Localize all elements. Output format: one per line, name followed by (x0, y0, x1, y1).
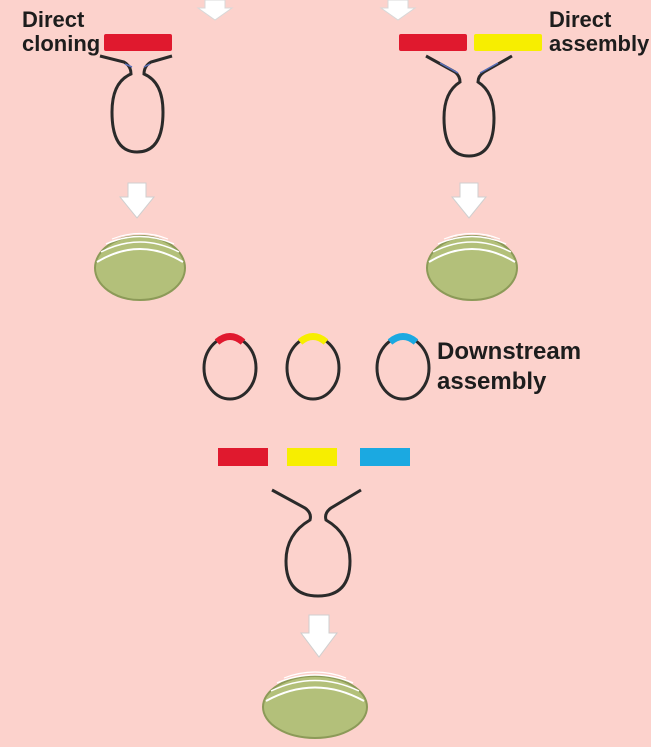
fragment-blue-bottom (360, 448, 410, 466)
plasmid-yellow-insert (287, 337, 339, 400)
top-arrow-right (381, 0, 415, 20)
label-direct-cloning: Direct cloning (22, 8, 100, 56)
plasmid-open-right (426, 56, 512, 156)
fragment-yellow-right (474, 34, 542, 51)
fragment-red-right (399, 34, 467, 51)
colony-plate-left (95, 234, 185, 301)
top-arrow-left (198, 0, 232, 20)
arrow-down-left (120, 183, 154, 218)
colony-plate-bottom (263, 672, 367, 738)
arrow-down-right (452, 183, 486, 218)
plasmid-blue-insert (377, 337, 429, 400)
fragment-red-left (104, 34, 172, 51)
fragment-yellow-bottom (287, 448, 337, 466)
plasmid-red-insert (204, 337, 256, 400)
colony-plate-right (427, 234, 517, 301)
plasmid-open-left (100, 56, 172, 152)
plasmid-open-bottom (272, 490, 361, 596)
label-direct-assembly: Direct assembly (549, 8, 649, 56)
fragment-red-bottom (218, 448, 268, 466)
arrow-down-bottom (301, 615, 337, 657)
label-downstream-assembly: Downstream assembly (437, 337, 581, 397)
